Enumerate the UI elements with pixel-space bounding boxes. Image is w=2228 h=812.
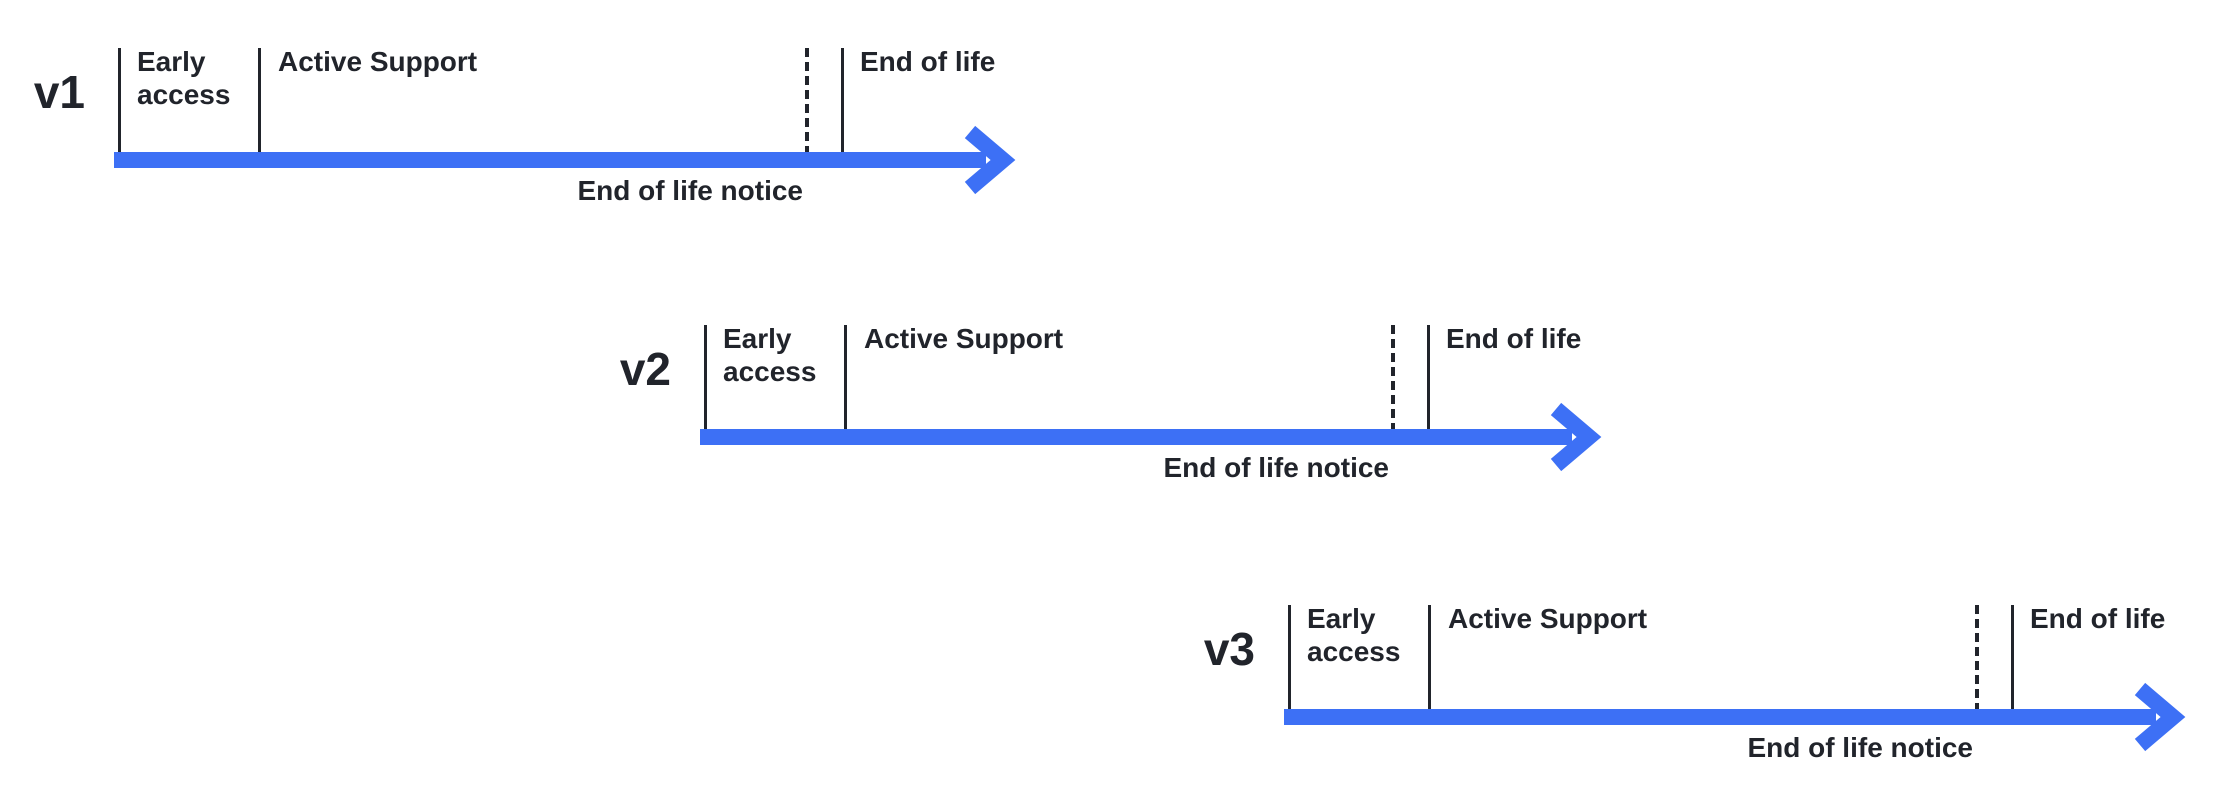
timeline-arrow-icon <box>700 402 1602 472</box>
version-label: v2 <box>619 343 671 395</box>
early-access-start-tick <box>704 325 707 429</box>
phase-label-end-of-life: End of life <box>1446 323 1582 354</box>
phase-label-end-of-life: End of life <box>2030 603 2166 634</box>
arrow-head-icon <box>2134 682 2186 752</box>
phase-label-active-support: Active Support <box>1448 603 1648 634</box>
phase-label-active-support: Active Support <box>278 46 478 77</box>
timeline-arrow-icon <box>114 125 1016 195</box>
arrow-head-icon <box>964 125 1016 195</box>
version-label: v3 <box>1203 623 1255 675</box>
eol-notice-label: End of life notice <box>1163 452 1389 483</box>
early-access-start-tick <box>1288 605 1291 709</box>
phase-label-early-access: Early access <box>1307 603 1401 667</box>
end-of-life-tick <box>2011 605 2014 709</box>
early-access-start-tick <box>118 48 121 152</box>
timeline-arrow-icon <box>1284 682 2186 752</box>
arrow-head-icon <box>1550 402 1602 472</box>
active-support-start-tick <box>258 48 261 152</box>
end-of-life-tick <box>1427 325 1430 429</box>
active-support-start-tick <box>844 325 847 429</box>
phase-label-early-access: Early access <box>723 323 817 387</box>
eol-notice-dashed-tick <box>1975 605 1979 709</box>
end-of-life-tick <box>841 48 844 152</box>
active-support-start-tick <box>1428 605 1431 709</box>
version-label: v1 <box>33 66 85 118</box>
phase-label-active-support: Active Support <box>864 323 1064 354</box>
eol-notice-dashed-tick <box>1391 325 1395 429</box>
eol-notice-dashed-tick <box>805 48 809 152</box>
phase-label-early-access: Early access <box>137 46 231 110</box>
eol-notice-label: End of life notice <box>1747 732 1973 763</box>
phase-label-end-of-life: End of life <box>860 46 996 77</box>
eol-notice-label: End of life notice <box>577 175 803 206</box>
